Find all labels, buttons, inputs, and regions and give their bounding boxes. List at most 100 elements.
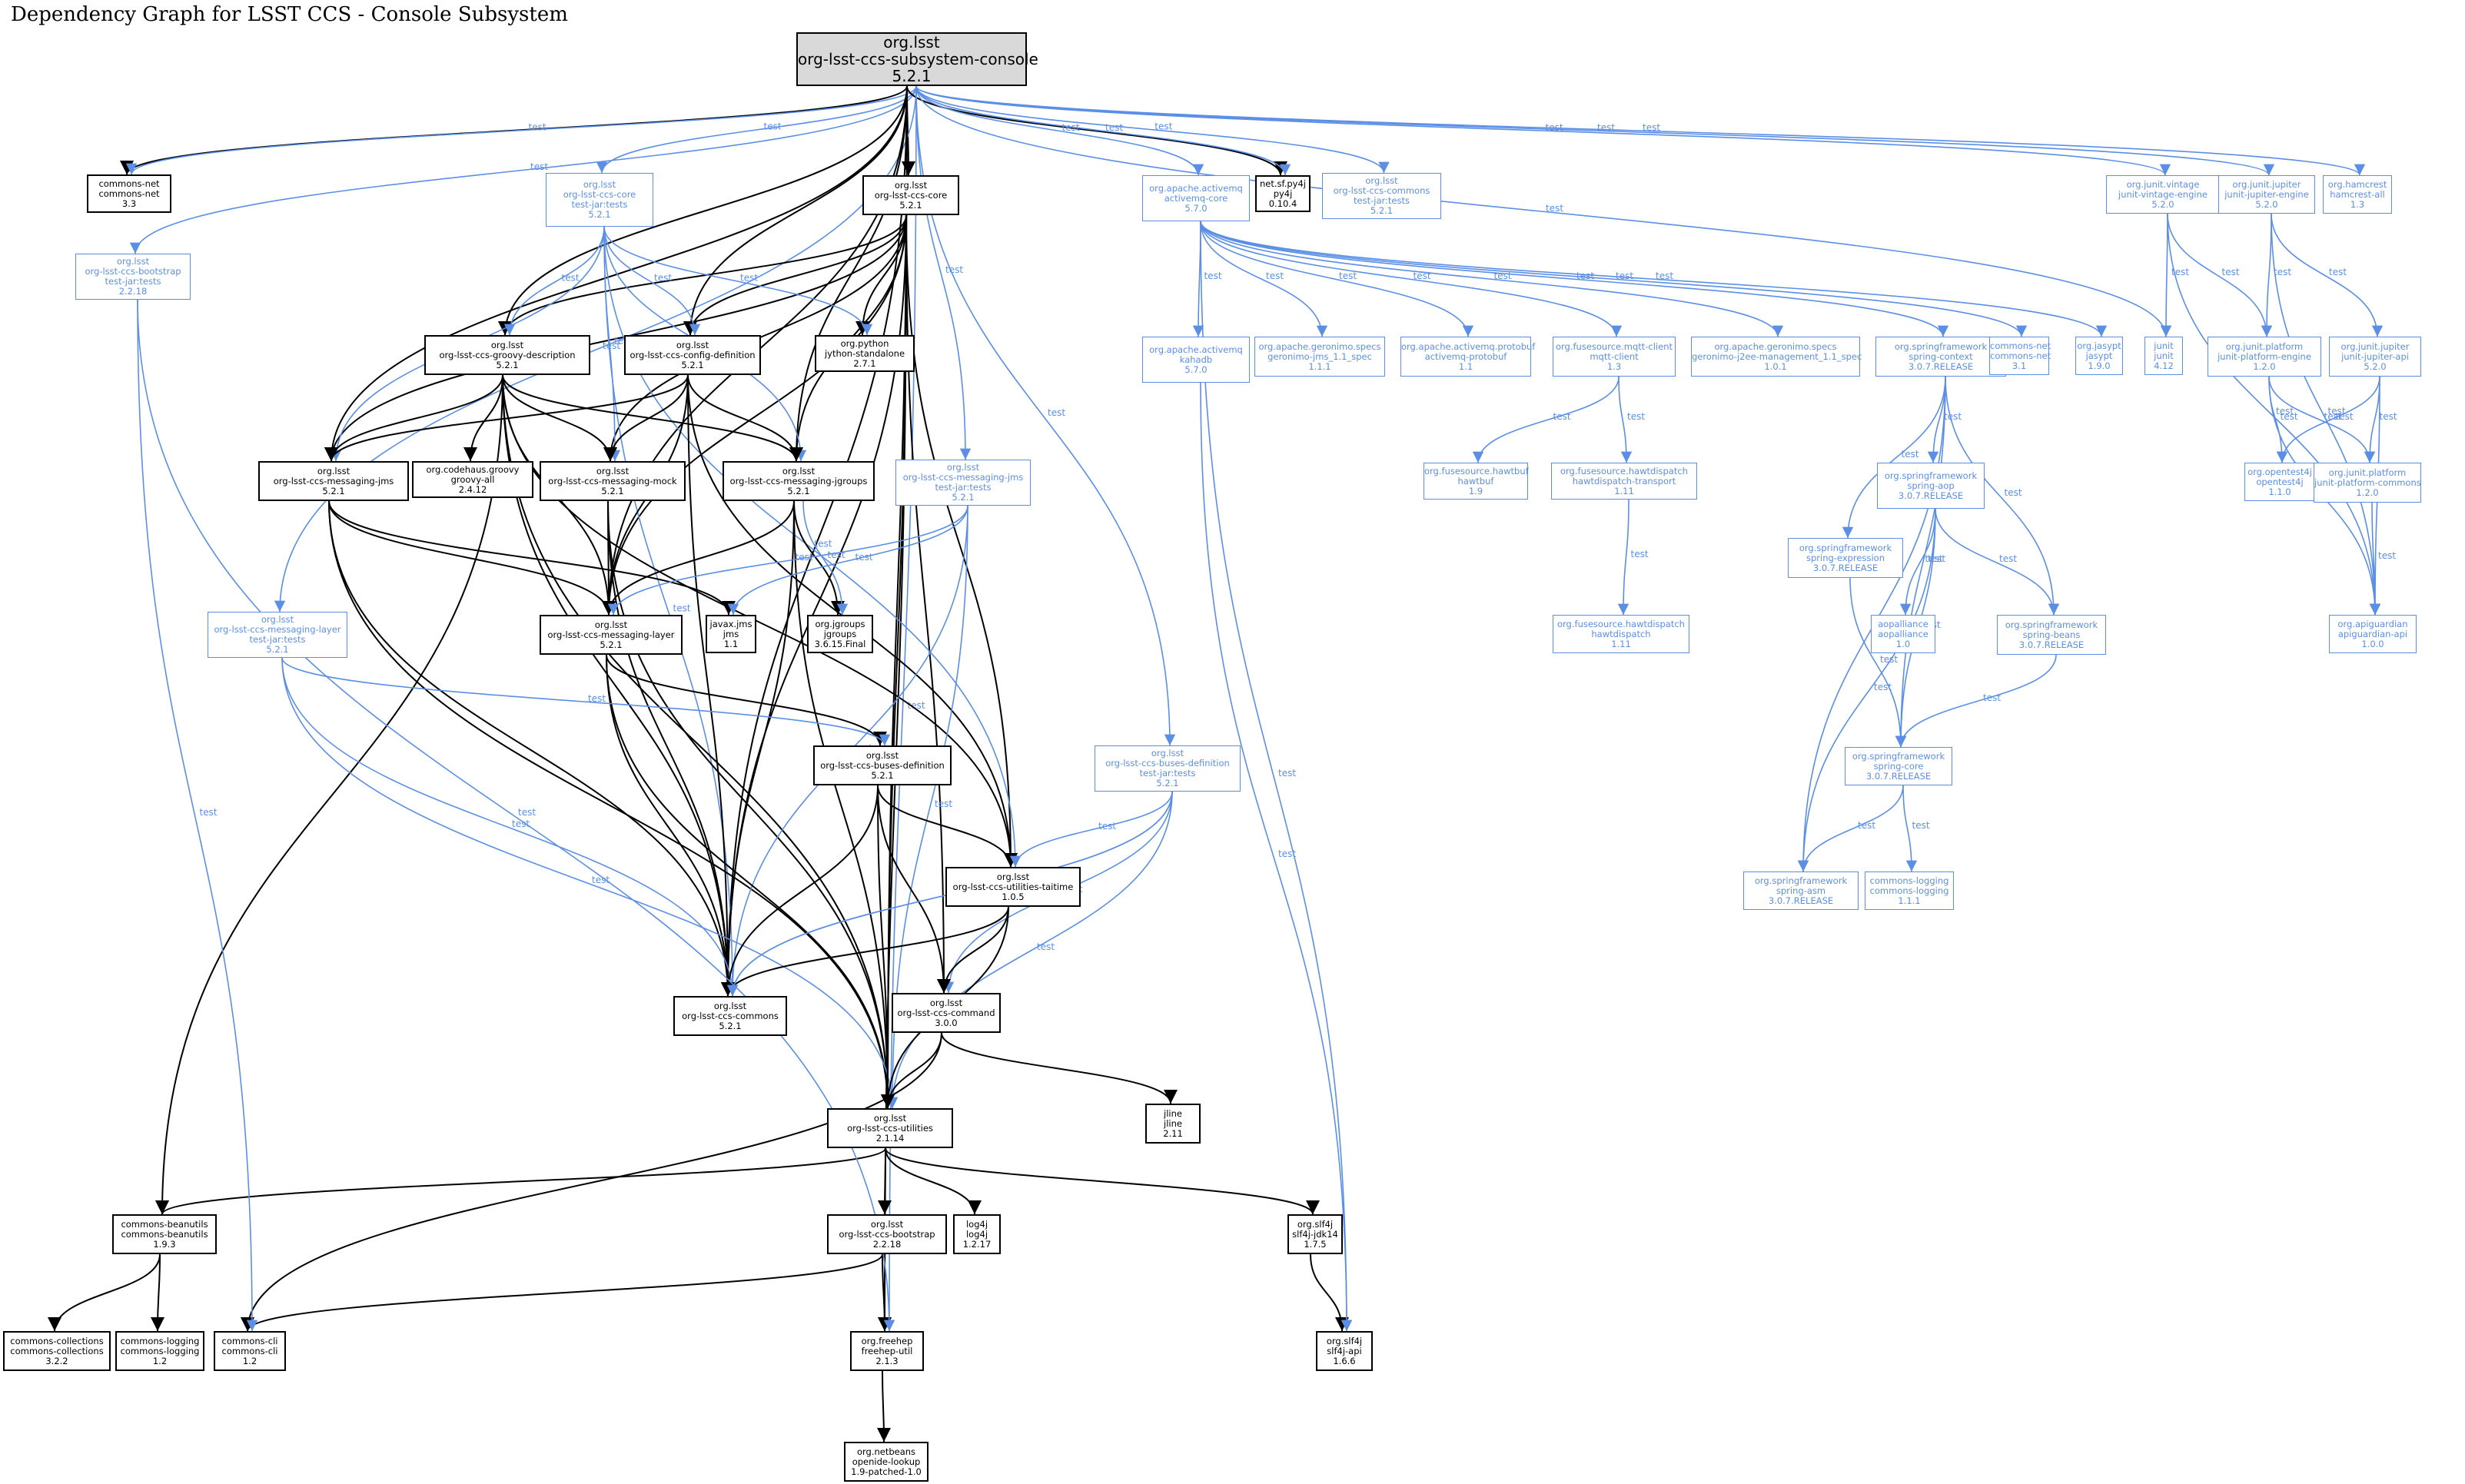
- edge-root-to-amqCore-test: [915, 85, 1204, 176]
- edge-amqCore-to-geroJms-test: [1200, 221, 1328, 337]
- edge-springExpr-to-springCore-test: [1849, 577, 1907, 748]
- node-group: org.junit.jupiter: [2232, 178, 2301, 190]
- node-artifact: jms: [723, 628, 739, 639]
- node-artifact: freehep-util: [861, 1345, 913, 1356]
- node-version: 1.9: [1468, 485, 1483, 496]
- node-artifact: org-lsst-ccs-subsystem-console: [798, 50, 1038, 68]
- edge-label-test: test: [1266, 271, 1284, 281]
- node-artifact: org-lsst-ccs-bootstrap: [839, 1228, 935, 1240]
- node-artifact: org-lsst-ccs-command: [897, 1007, 995, 1018]
- node-group: org.lsst: [873, 1112, 907, 1124]
- edge-msgJms-to-commons-compile: [328, 500, 735, 997]
- edge-command-to-utilities-compile: [881, 1032, 942, 1109]
- node-classifier: test-jar:tests: [105, 276, 161, 287]
- edge-amqCore-to-amqProto-test: [1200, 221, 1474, 337]
- node-artifact: hamcrest-all: [2330, 188, 2385, 200]
- edge-label-test: test: [1546, 203, 1563, 214]
- edge-label-test: test: [2380, 411, 2397, 422]
- node-version: 2.2.18: [872, 1238, 902, 1250]
- node-version: 3.0.7.RELEASE: [1898, 490, 1964, 501]
- node-artifact: hawtdispatch: [1591, 628, 1651, 639]
- node-version: 3.2.2: [45, 1355, 68, 1366]
- edge-label-test: test: [1983, 692, 2001, 703]
- node-group: org.lsst: [946, 462, 980, 473]
- node-group: org.opentest4j: [2247, 466, 2312, 477]
- node-group: org.lsst: [865, 749, 899, 761]
- node-group: org.lsst: [261, 614, 294, 625]
- node-version: 3.0.7.RELEASE: [2018, 639, 2085, 650]
- node-group: org.lsst: [583, 179, 616, 190]
- edge-busesDefT-to-taitime-test: [1009, 791, 1173, 868]
- node-version: 1.2.17: [962, 1238, 992, 1250]
- edge-taitime-to-command-compile: [937, 906, 1009, 994]
- edge-label-test: test: [562, 273, 580, 284]
- edge-core-to-msgLayer-compile: [602, 214, 907, 616]
- node-group: org.apache.geronimo.specs: [1714, 340, 1837, 352]
- node-artifact: spring-asm: [1776, 885, 1826, 896]
- node-classifier: test-jar:tests: [1354, 195, 1410, 206]
- edge-label-test: test: [529, 122, 546, 133]
- node-artifact: jgroups: [823, 628, 857, 639]
- node-version: 3.3: [121, 198, 137, 209]
- edge-label-test: test: [2222, 267, 2240, 277]
- edge-label-test: test: [855, 552, 873, 563]
- node-group: org.fusesource.hawtbuf: [1424, 465, 1529, 476]
- node-group: log4j: [965, 1218, 988, 1230]
- edge-label-test: test: [1278, 848, 1296, 859]
- node-version: 1.11: [1614, 485, 1634, 496]
- node-group: org.lsst: [490, 339, 524, 350]
- edge-msgLayer-to-commons-compile: [606, 654, 735, 997]
- edge-label-test: test: [1912, 820, 1930, 831]
- edge-springAop-to-springAsm-test: [1797, 508, 1936, 872]
- node-version: 1.2: [242, 1355, 257, 1366]
- node-artifact: junit-platform-commons: [2314, 476, 2421, 488]
- edge-configDef-to-commons-compile: [687, 374, 735, 997]
- node-group: org.springframework: [2005, 619, 2098, 630]
- edge-core-to-msgJms-compile: [324, 214, 907, 462]
- node-version: 1.1.0: [2268, 486, 2291, 497]
- node-version: 3.0.7.RELEASE: [1768, 895, 1834, 906]
- edge-label-test: test: [200, 807, 218, 818]
- edge-root-to-bootT-test: [129, 85, 917, 254]
- node-version: 5.2.1: [952, 492, 975, 503]
- edge-msgLayer-to-utilities-compile: [606, 654, 895, 1109]
- node-group: org.codehaus.groovy: [426, 463, 520, 475]
- edge-label-test: test: [2171, 267, 2189, 277]
- edge-platEng-to-platCommons-test: [2268, 376, 2376, 463]
- node-version: 1.9.3: [153, 1238, 176, 1250]
- node-group: jline: [1164, 1107, 1182, 1119]
- node-version: 3.1: [2012, 360, 2027, 371]
- node-artifact: opentest4j: [2256, 476, 2304, 487]
- edge-msgLayerT-to-commons-test: [281, 657, 739, 997]
- node-group: org.lsst: [870, 1218, 904, 1230]
- node-group: org.lsst: [596, 465, 630, 476]
- edge-root-to-configDef-compile: [683, 85, 908, 336]
- node-version: 5.2.1: [1370, 205, 1394, 216]
- edge-amqCore-to-jasypt-test: [1200, 221, 2107, 337]
- node-group: org.springframework: [1754, 875, 1848, 886]
- edge-label-test: test: [654, 273, 672, 284]
- edge-jupApi-to-platCommons-test: [2364, 376, 2380, 463]
- node-version: 5.2.0: [2364, 360, 2387, 372]
- node-version: 2.11: [1163, 1127, 1183, 1139]
- node-group: org.apiguardian: [2337, 618, 2408, 629]
- edge-label-test: test: [2329, 267, 2347, 277]
- node-group: commons-logging: [120, 1335, 200, 1346]
- graph-title: Dependency Graph for LSST CCS - Console …: [11, 3, 568, 26]
- node-version: 1.6.6: [1333, 1355, 1356, 1366]
- node-artifact: junit-jupiter-api: [2341, 350, 2409, 362]
- edge-label-test: test: [2276, 406, 2294, 417]
- node-group: org.lsst: [1151, 748, 1184, 759]
- node-group: org.fusesource.mqtt-client: [1555, 340, 1673, 352]
